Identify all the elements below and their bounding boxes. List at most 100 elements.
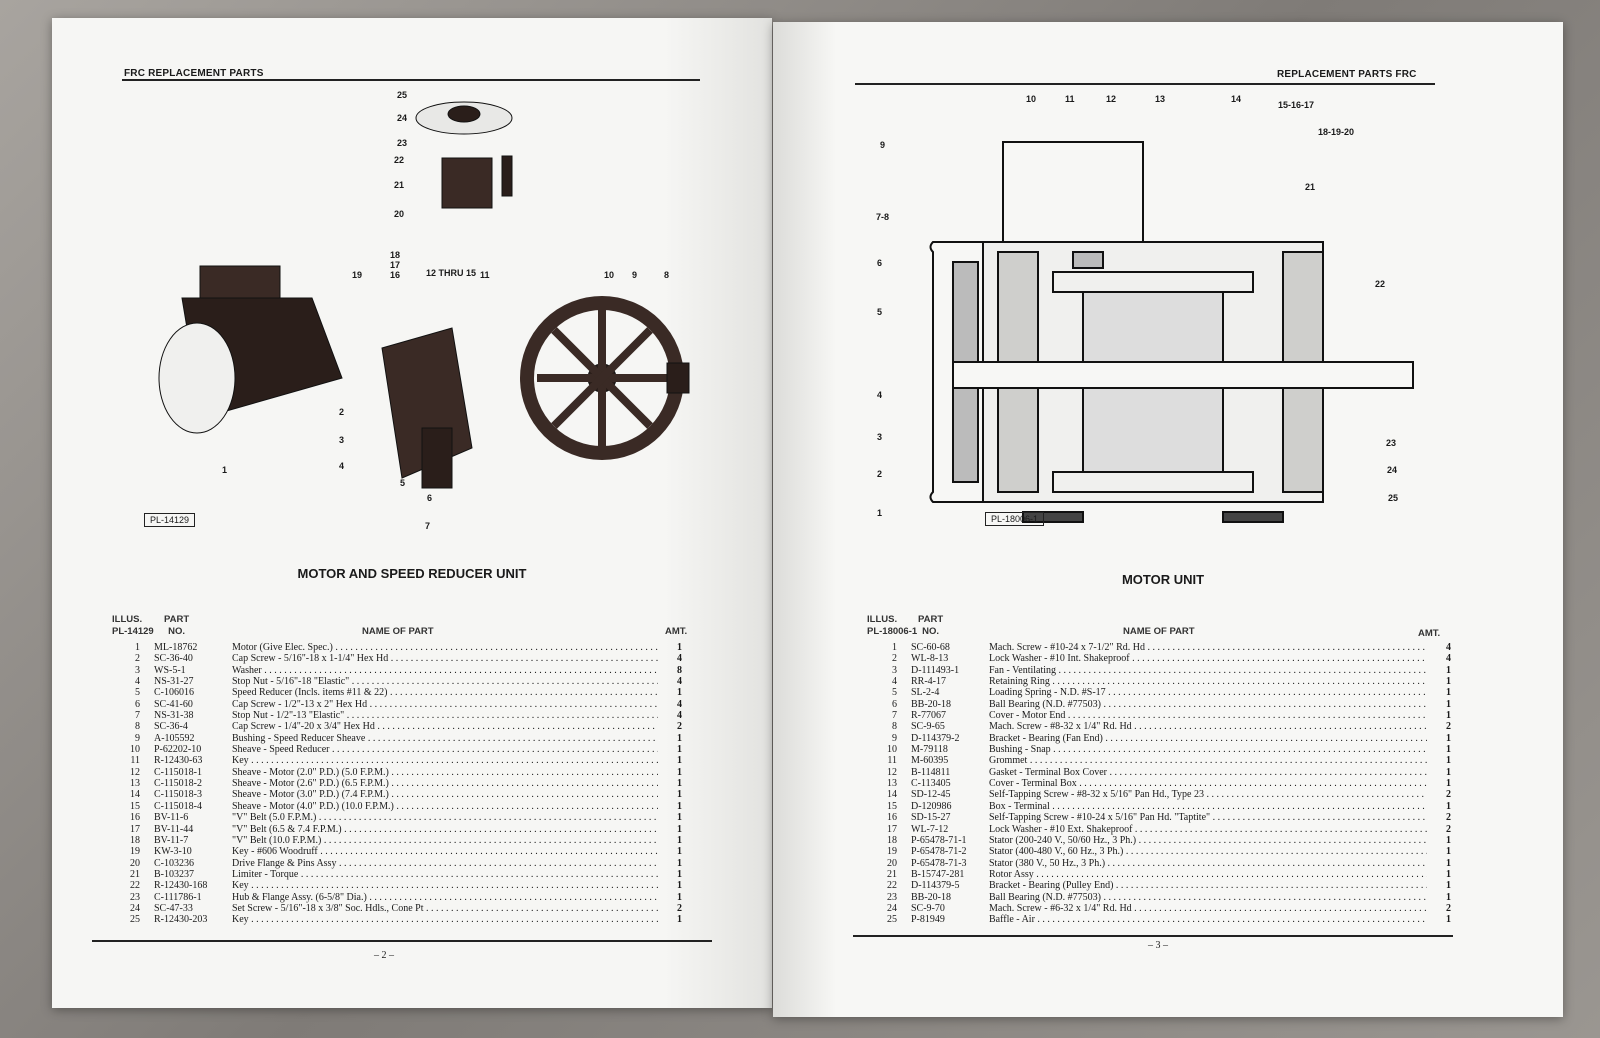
amount: 4 (677, 710, 682, 722)
illus-number: 16 (130, 812, 140, 824)
callout-label: 24 (397, 113, 408, 123)
illus-number: 15 (130, 800, 140, 812)
callout-label: 4 (339, 461, 345, 471)
part-number: BV-11-7 (154, 834, 189, 846)
part-number: C-111786-1 (154, 891, 202, 903)
amount: 1 (677, 766, 682, 778)
part-name: Loading Spring - N.D. #S-17 (989, 687, 1427, 698)
illus-number: 14 (887, 789, 897, 801)
part-name: Sheave - Motor (4.0" P.D.) (10.0 F.P.M.) (232, 801, 658, 812)
illus-number: 11 (130, 755, 140, 767)
part-name: Limiter - Torque (232, 869, 658, 880)
part-name: Washer (232, 665, 658, 676)
col-amt: AMT. (665, 626, 688, 637)
illus-number: 17 (887, 823, 897, 835)
page-header: REPLACEMENT PARTS FRC (1277, 69, 1417, 80)
part-name: "V" Belt (10.0 F.P.M.) (232, 835, 658, 846)
amount: 1 (1446, 880, 1451, 892)
part-name: Bushing - Snap (989, 744, 1427, 755)
callout-label: 1 (222, 465, 228, 475)
col-no-label: NO. (168, 626, 186, 637)
part-name: Stop Nut - 1/2"-13 "Elastic" (232, 710, 658, 721)
amount: 1 (677, 868, 682, 880)
table-row: 25R-12430-203Key1 (112, 914, 682, 925)
col-name: NAME OF PART (1123, 626, 1195, 637)
part-number: B-15747-281 (911, 868, 965, 880)
illus-number: 18 (887, 834, 897, 846)
amount: 4 (1446, 653, 1451, 665)
part-number: R-77067 (911, 710, 946, 722)
amount: 2 (1446, 721, 1451, 733)
illus-number: 13 (130, 778, 140, 790)
part-number: SD-15-27 (911, 812, 951, 824)
callout-label: 7-8 (876, 212, 890, 222)
part-number: D-114379-2 (911, 732, 960, 744)
amount: 1 (1446, 732, 1451, 744)
part-name: Cover - Motor End (989, 710, 1427, 721)
callout-label: 25 (397, 90, 408, 100)
callout-label: 24 (1387, 465, 1398, 475)
callout-label: 18-19-20 (1318, 127, 1355, 137)
table-row: 3WS-5-1Washer8 (112, 665, 682, 676)
illus-number: 10 (130, 744, 140, 756)
callout-label: 25 (1388, 493, 1399, 503)
part-number: B-103237 (154, 868, 194, 880)
callout-label: 10 (1026, 94, 1037, 104)
col-illus-ref: PL-18006-1 (867, 626, 918, 637)
illus-number: 17 (130, 823, 140, 835)
col-illus-ref: PL-14129 (112, 626, 154, 637)
plate-number: PL-14129 (144, 513, 196, 527)
callout-label: 1 (877, 508, 883, 518)
illus-number: 19 (887, 846, 897, 858)
part-name: Stop Nut - 5/16"-18 "Elastic" (232, 676, 658, 687)
amount: 1 (1446, 846, 1451, 858)
amount: 1 (1446, 664, 1451, 676)
part-number: SC-41-60 (154, 698, 193, 710)
callout-label: 5 (877, 307, 883, 317)
amount: 4 (677, 653, 682, 665)
amount: 2 (1446, 823, 1451, 835)
part-name: Cap Screw - 1/2"-13 x 2" Hex Hd (232, 699, 658, 710)
amount: 1 (677, 687, 682, 699)
amount: 1 (677, 789, 682, 801)
illus-number: 9 (135, 732, 140, 744)
part-number: SC-9-70 (911, 902, 945, 914)
illus-number: 21 (887, 868, 897, 880)
amount: 1 (677, 778, 682, 790)
col-part-label: PART (918, 614, 944, 625)
callout-label: 21 (394, 180, 405, 190)
part-number: P-62202-10 (154, 744, 202, 756)
part-name: Gasket - Terminal Box Cover (989, 767, 1427, 778)
motor-cross-section-diagram (929, 141, 1414, 523)
amount: 2 (1446, 789, 1451, 801)
callout-label: 6 (427, 493, 433, 503)
plate-number: PL-18006-1 (985, 512, 1045, 526)
illus-number: 23 (887, 891, 897, 903)
page-number: – 2 – (374, 950, 394, 961)
header-rule (122, 79, 700, 81)
amount: 1 (677, 857, 682, 869)
illus-number: 24 (887, 902, 897, 914)
illus-number: 23 (130, 891, 140, 903)
col-illus: ILLUS.PL-18006-1 (867, 614, 917, 638)
part-number: P-65478-71-1 (911, 834, 967, 846)
part-number: BB-20-18 (911, 891, 951, 903)
part-name: Rotor Assy (989, 869, 1427, 880)
callout-label: 16 (390, 270, 401, 280)
amount: 1 (1446, 800, 1451, 812)
part-number: BV-11-44 (154, 823, 194, 835)
part-number: R-12430-203 (154, 914, 208, 926)
amount: 2 (1446, 902, 1451, 914)
